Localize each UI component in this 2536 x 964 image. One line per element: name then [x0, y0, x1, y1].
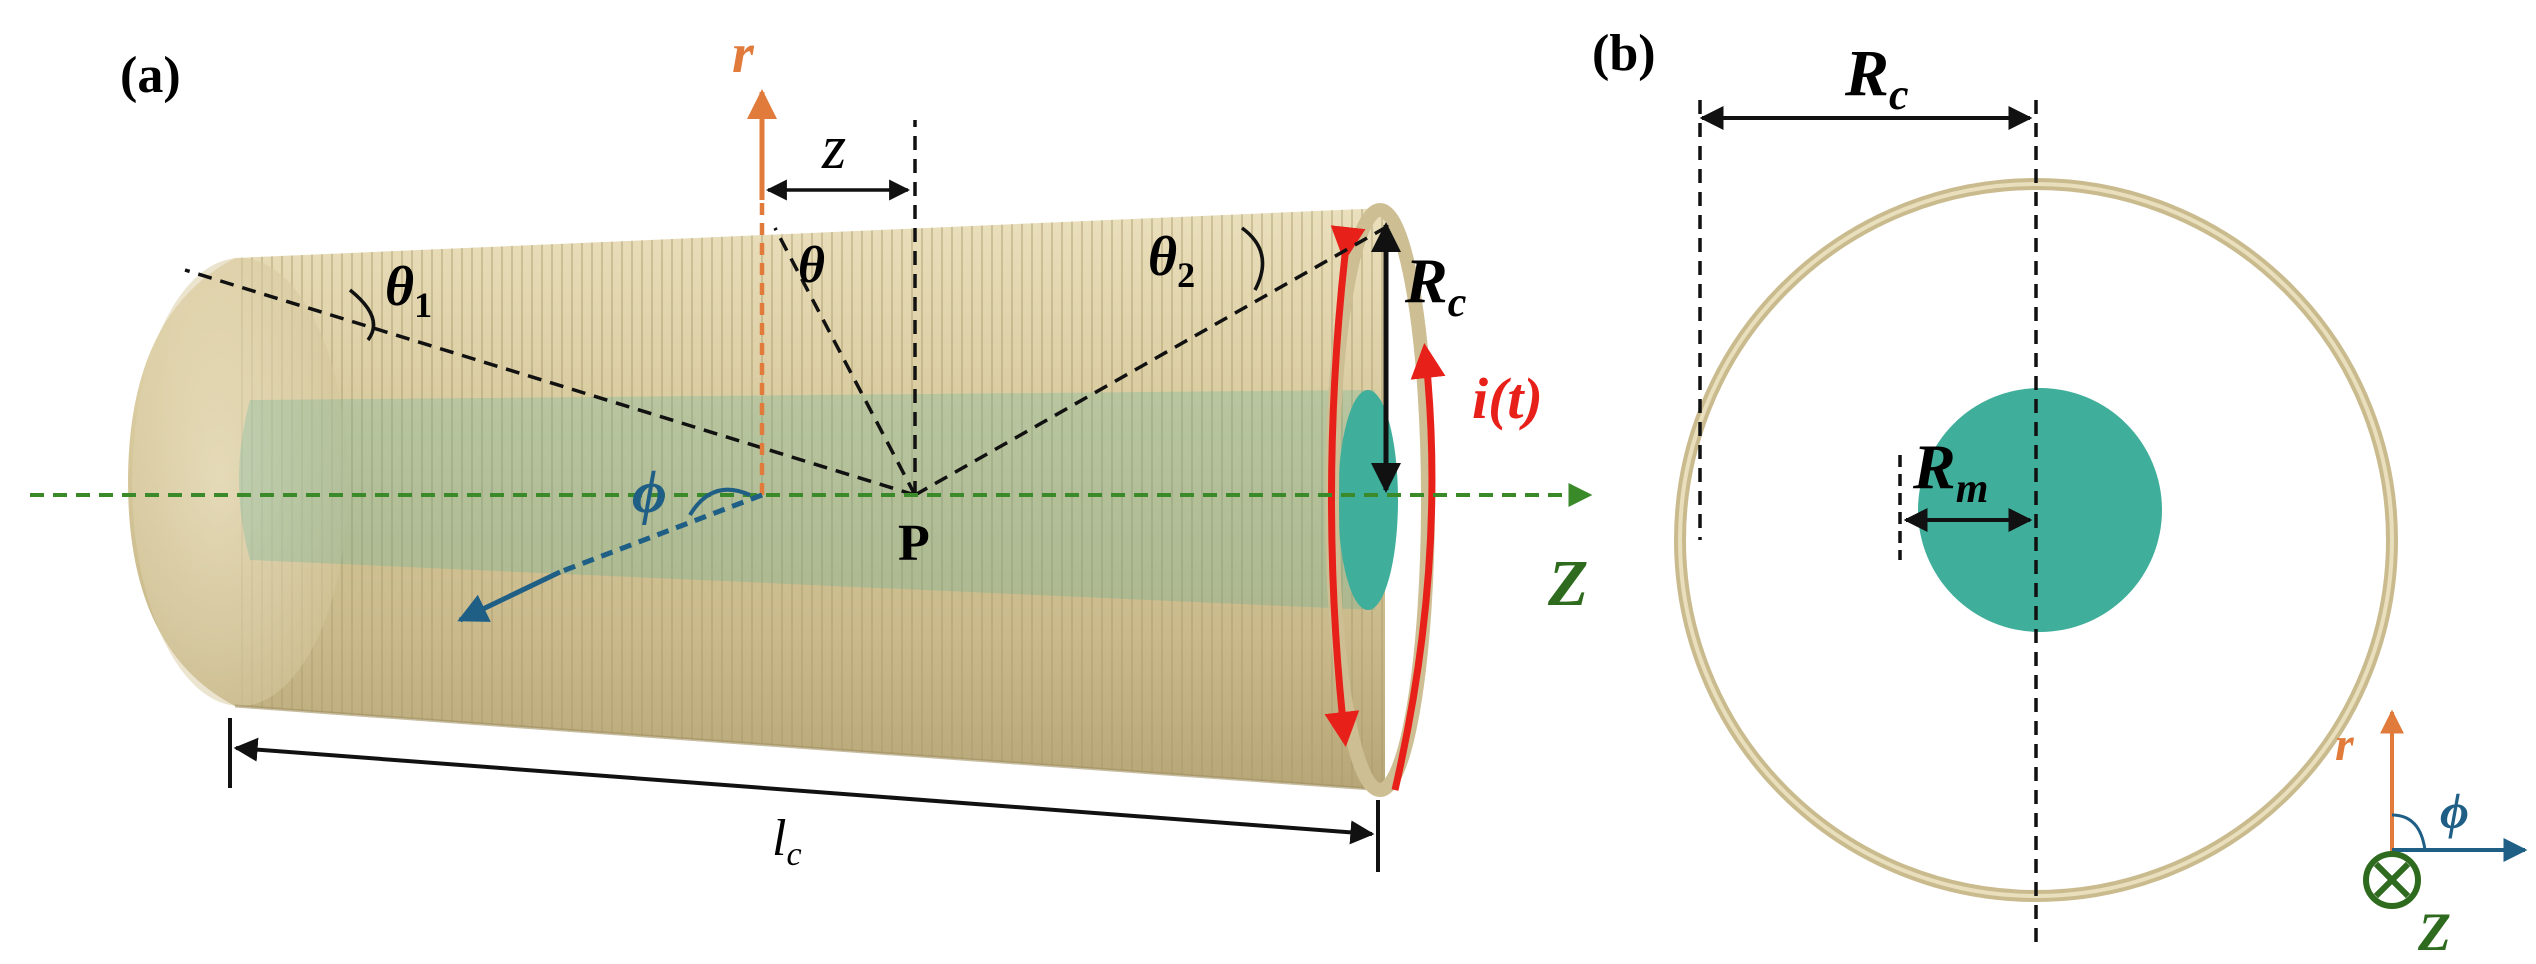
rc-label-b: Rc — [1844, 37, 1909, 119]
phi-direction-dashed — [559, 492, 763, 575]
current-loop — [1324, 225, 1446, 791]
panel-b-label: (b) — [1592, 25, 1656, 82]
z-distance-label: z — [821, 114, 846, 182]
line-p-to-left-edge — [184, 268, 916, 497]
coil-left-cap — [132, 258, 348, 706]
theta2-label: θ2 — [1148, 226, 1195, 295]
line-p-to-theta — [773, 227, 917, 496]
theta1-label: θ1 — [385, 256, 432, 325]
theta-label: θ — [798, 237, 825, 294]
phi-arc — [688, 487, 751, 517]
panel-a: (a) Z — [30, 23, 1593, 873]
r-axis-label: r — [732, 23, 755, 85]
triad-z-cross-2 — [2373, 861, 2411, 899]
core-end-face — [1338, 390, 1398, 610]
coil-ring-highlight — [1678, 182, 2394, 898]
core-cross-section — [1918, 388, 2162, 632]
triad-phi-label: ϕ — [2440, 783, 2469, 839]
triad-r-label: r — [2335, 718, 2355, 771]
lc-length-arrow — [233, 737, 1375, 845]
panel-b: (b) Rc Rm r ϕ Z — [1592, 25, 2528, 962]
theta2-arc — [1240, 226, 1265, 291]
triad-z-label: Z — [2417, 902, 2451, 962]
rc-label-a: Rc — [1404, 245, 1467, 326]
current-label: i(t) — [1472, 366, 1543, 431]
phi-label: ϕ — [632, 459, 667, 525]
coordinate-triad: r ϕ Z — [2335, 709, 2528, 962]
panel-a-label: (a) — [120, 47, 181, 104]
geometry-lines — [184, 120, 1391, 497]
point-p-label: P — [898, 515, 930, 572]
z-axis-label: Z — [1547, 547, 1588, 620]
rm-label: Rm — [1912, 431, 1988, 512]
phi-direction-arrow — [457, 569, 562, 623]
theta1-arc — [348, 288, 376, 342]
lc-label: lc — [772, 810, 802, 873]
triad-phi-arc — [2391, 813, 2427, 851]
